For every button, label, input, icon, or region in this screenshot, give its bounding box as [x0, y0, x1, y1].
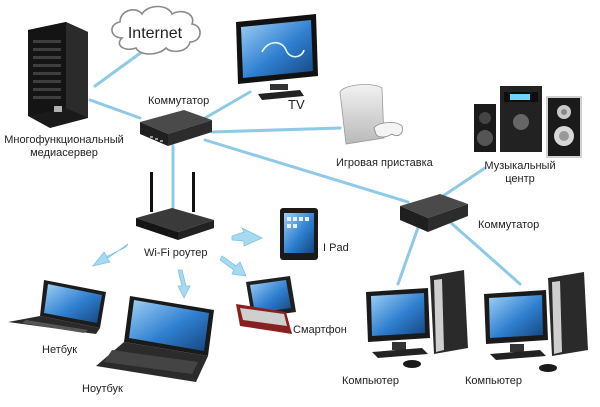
computer-1-label: Компьютер: [342, 375, 399, 387]
netbook-label: Нетбук: [42, 344, 78, 356]
router-icon: [136, 172, 214, 240]
wifi-arrow-netbook: [91, 243, 129, 267]
wifi-arrow-ipad: [231, 227, 263, 247]
game-console-icon: [339, 84, 403, 145]
music-center-icon: [474, 86, 582, 158]
switch-top-label: Коммутатор: [148, 95, 210, 107]
server-label: Многофункциональный медиасервер: [4, 134, 124, 159]
computer-icon: [366, 270, 468, 368]
server-icon: [28, 22, 88, 128]
smartphone-label: Смартфон: [293, 324, 347, 336]
netbook-icon: [8, 280, 106, 334]
tv-label: TV: [288, 97, 305, 112]
wifi-arrow-laptop: [177, 269, 191, 299]
cable-switch-music: [438, 166, 487, 200]
computer-icon-2: [484, 272, 588, 372]
computer-2-label: Компьютер: [465, 375, 522, 387]
internet-label: Internet: [128, 25, 183, 42]
laptop-label: Ноутбук: [82, 383, 123, 395]
router-label: Wi-Fi роутер: [144, 247, 208, 259]
cable-console-switch: [210, 126, 342, 134]
console-label: Игровая приставка: [336, 157, 433, 169]
network-cables: [88, 44, 522, 286]
cable-tv-switch: [203, 90, 252, 120]
cable-server-switch: [88, 98, 142, 120]
wifi-arrow-smartphone: [219, 255, 247, 277]
music-center-label: Музыкальный центр: [484, 160, 556, 185]
cable-switch-pc1: [396, 220, 422, 286]
cable-switch-switch: [203, 138, 410, 204]
switch-right-label: Коммутатор: [478, 219, 540, 231]
switch-icon-right: [400, 194, 468, 232]
tablet-icon: [280, 208, 318, 260]
smartphone-icon: [236, 276, 296, 334]
cloud-icon: [111, 5, 201, 55]
cable-switch-pc2: [448, 220, 522, 286]
switch-icon: [140, 110, 212, 146]
internet-cloud: [111, 5, 201, 55]
ipad-label: I Pad: [323, 242, 349, 254]
tv-icon: [236, 14, 318, 100]
wifi-arrows: [91, 227, 263, 299]
laptop-icon: [96, 296, 214, 382]
